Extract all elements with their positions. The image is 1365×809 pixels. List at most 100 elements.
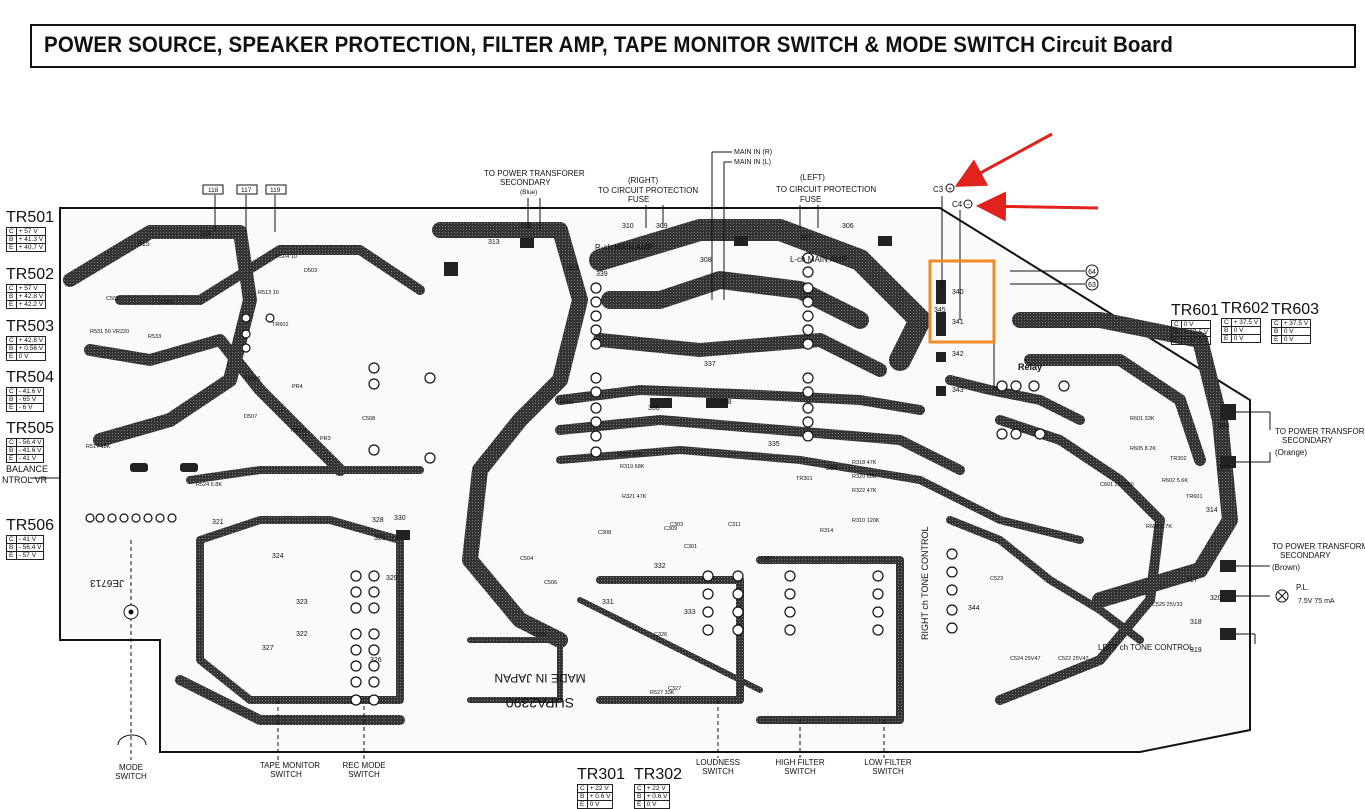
voltage-cell: + 22 V	[643, 784, 671, 793]
terminal-cell: E	[6, 243, 17, 252]
terminal-cell: B	[577, 792, 588, 801]
component-label: C326	[654, 632, 667, 638]
terminal-cell: B	[1221, 326, 1232, 335]
component-label: R506	[560, 400, 573, 406]
tape-monitor-label-1: TAPE MONITOR	[260, 761, 320, 770]
pcb-number-label: 338	[720, 399, 732, 406]
terminal-cell: B	[6, 344, 17, 353]
terminal-cell: E	[6, 352, 17, 361]
voltage-cell: + 57 V	[15, 284, 47, 293]
voltage-row: B+ 0.6 V	[577, 792, 614, 801]
pin-117-label: 117	[241, 187, 252, 194]
solder-pads	[85, 252, 1070, 706]
board-code-6713: JE6713	[90, 577, 124, 588]
high-filter-label-2: SWITCH	[784, 767, 816, 776]
voltage-row: E+ 42.2 V	[6, 300, 47, 309]
terminal-cell: B	[6, 446, 17, 455]
component-label: R533	[148, 334, 161, 340]
component-label: C327	[668, 686, 681, 692]
component-label: C503	[160, 300, 173, 306]
terminal-cell: B	[6, 235, 17, 244]
component-label: PR3	[320, 436, 331, 442]
voltage-row: B+ 0.56 V	[6, 344, 47, 353]
voltage-cell: 0 V	[1230, 334, 1262, 343]
bottom-labels: MODE SWITCH TAPE MONITOR SWITCH REC MODE…	[115, 734, 912, 781]
high-filter-label-1: HIGH FILTER	[775, 758, 824, 767]
pcb-number-label: 322	[296, 631, 308, 638]
component-label: C505	[532, 632, 545, 638]
component-label: PR4	[292, 384, 303, 390]
board-outline	[59, 207, 1251, 753]
voltage-row: C+ 57 V	[6, 284, 47, 293]
component-label: R318 47K	[852, 460, 877, 466]
component-label: R527 33K	[650, 690, 675, 696]
voltage-cell: + 0.6 V	[586, 792, 614, 801]
component-label: R320 68K	[852, 474, 877, 480]
loudness-label-1: LOUDNESS	[696, 758, 740, 767]
voltage-cell: - 56.4 V	[15, 543, 45, 552]
voltage-row: B+ 41.3 V	[6, 235, 47, 244]
component-label: R319 68K	[620, 464, 645, 470]
lch-main-amp-label: L-ch MAIN AMP	[790, 255, 847, 264]
label-pl-rating: 7.5V 75 mA	[1298, 598, 1335, 605]
component-label: C601 25V220	[1100, 482, 1134, 488]
pcb-number-label: 306	[842, 223, 854, 230]
label-main-in-l: MAIN IN (L)	[734, 159, 771, 166]
component-label: R337 47K	[618, 452, 643, 458]
voltage-cell: + 40.7 V	[15, 243, 47, 252]
label-orange: (Orange)	[1275, 448, 1307, 457]
component-label: R314	[820, 528, 833, 534]
terminal-cell: E	[634, 800, 645, 809]
pcb-number-label: 311	[568, 265, 579, 272]
voltage-cell: + 42.8 V	[15, 292, 47, 301]
component-label: TR302	[1170, 456, 1187, 462]
component-label: C525 25V33	[1152, 602, 1183, 608]
label-control-vr: NTROL VR	[2, 475, 48, 485]
component-label: R605 8.2K	[1130, 446, 1156, 452]
voltage-cell: + 42.2 V	[15, 300, 47, 309]
component-label: C301	[684, 544, 697, 550]
made-in-japan-text: MADE IN JAPAN	[494, 671, 585, 685]
voltage-row: C- 41.6 V	[6, 387, 45, 396]
pcb-number-label: 315	[138, 241, 150, 248]
pcb-number-label: 339	[596, 271, 608, 278]
voltage-row: C+ 22 V	[577, 784, 614, 793]
table-title: TR302	[634, 766, 683, 783]
component-label: TR601	[1186, 494, 1203, 500]
component-label: C502	[106, 296, 119, 302]
voltage-row: C+ 42.8 V	[6, 336, 47, 345]
mode-switch-arc	[117, 734, 147, 746]
voltage-cell: - 65 V	[15, 395, 45, 404]
pcb-number-layer: 3043053063073083093103113123133143153163…	[138, 223, 1230, 664]
voltage-row: E- 57 V	[6, 551, 45, 560]
pcb-number-label: 321	[212, 519, 224, 526]
terminal-cell: C	[6, 336, 17, 345]
terminal-cell: B	[1271, 327, 1282, 336]
pcb-number-label: 318	[1190, 619, 1202, 626]
pcb-number-label: 331	[602, 599, 614, 606]
voltage-cell: + 37.5 V	[1280, 319, 1312, 328]
pcb-number-label: 342	[952, 351, 964, 358]
low-filter-label-1: LOW FILTER	[864, 758, 912, 767]
annotation-arrow-c4	[976, 191, 1099, 222]
component-label: C307	[760, 556, 773, 562]
terminal-cell: C	[634, 784, 645, 793]
voltage-cell: 0 V	[586, 800, 614, 809]
terminal-cell: E	[1221, 334, 1232, 343]
voltage-row: C+ 37.5 V	[1221, 318, 1262, 327]
low-filter-label-2: SWITCH	[872, 767, 904, 776]
c3-label: C3	[933, 185, 944, 194]
label-to-power-transformer: TO POWER TRANSFORER	[484, 169, 585, 178]
terminal-cell: C	[6, 387, 17, 396]
top-labels: TO POWER TRANSFORER SECONDARY (Blue) (RI…	[484, 149, 876, 204]
voltage-cell: 0 V	[15, 352, 47, 361]
label-to-power-transformer-2: TO POWER TRANSFORME	[1272, 542, 1365, 551]
